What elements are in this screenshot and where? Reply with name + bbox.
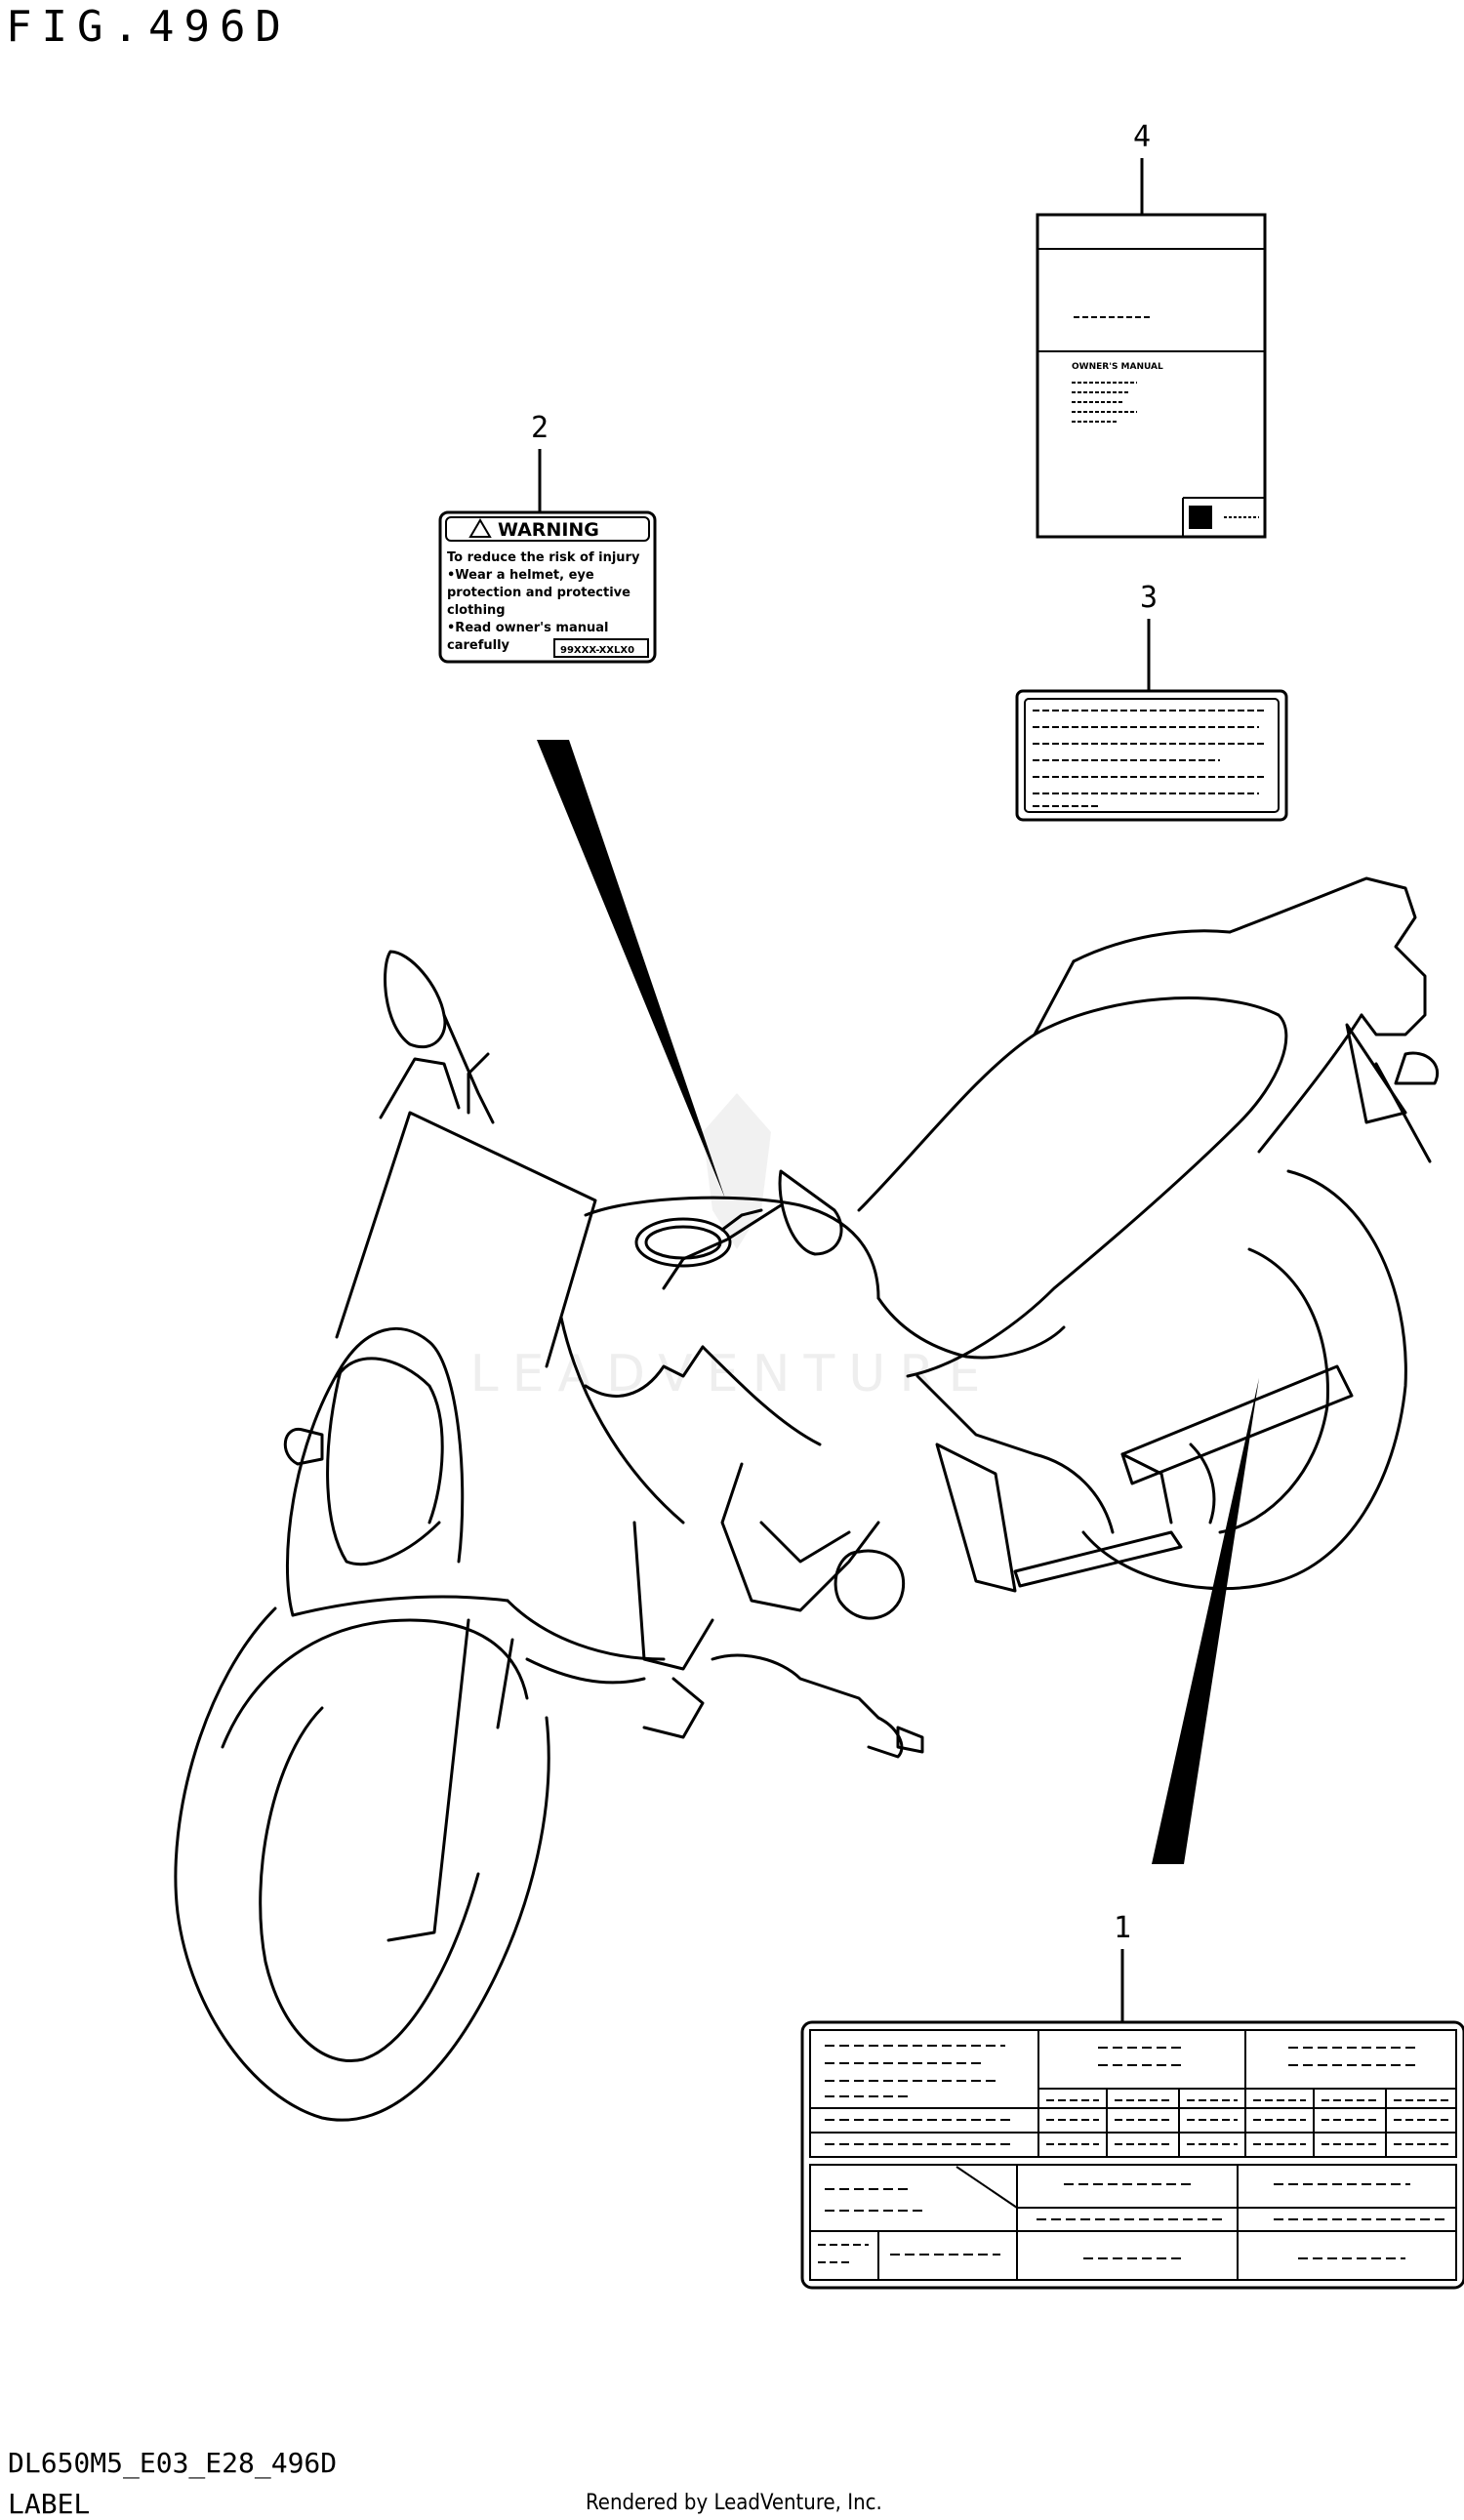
callout-1: 1 [1114, 1911, 1131, 1945]
warning-line-4: clothing [447, 603, 506, 618]
part-1-spec-label[interactable]: 1 [800, 1911, 1464, 2290]
callout-3: 3 [1140, 581, 1158, 615]
figure-title: FIG.496D [6, 2, 291, 52]
model-code: DL650M5_E03_E28_496D [8, 2447, 338, 2479]
leader-arrow-1 [1152, 1378, 1259, 1864]
warning-part-number: 99XXX-XXLX0 [560, 645, 634, 656]
warning-line-6: carefully [447, 638, 510, 653]
figure-caption: LABEL [8, 2488, 91, 2520]
warning-triangle-icon [468, 518, 492, 538]
part-2-warning-label[interactable]: 2 WARNING To reduce the risk of injury •… [438, 411, 657, 664]
watermark: LEADVENTURE [470, 1093, 995, 1403]
callout-4: 4 [1133, 120, 1151, 154]
callout-2: 2 [531, 411, 549, 445]
watermark-text: LEADVENTURE [470, 1345, 995, 1403]
warning-line-5: •Read owner's manual [447, 621, 608, 635]
manual-title: OWNER'S MANUAL [1072, 362, 1163, 372]
rendered-by: Rendered by LeadVenture, Inc. [586, 2491, 882, 2515]
warning-heading: WARNING [498, 519, 599, 541]
part-4-owners-manual[interactable]: 4 OWNER'S MANUAL [1036, 120, 1267, 539]
warning-line-2: •Wear a helmet, eye [447, 568, 594, 583]
watermark-logo-icon [703, 1093, 771, 1249]
warning-line-3: protection and protective [447, 586, 630, 600]
motorcycle-illustration [174, 876, 1440, 2122]
leader-arrow-2 [537, 740, 725, 1199]
warning-line-1: To reduce the risk of injury [447, 550, 640, 565]
suzuki-logo-icon [1189, 506, 1212, 529]
part-3-info-label[interactable]: 3 [1015, 581, 1288, 822]
